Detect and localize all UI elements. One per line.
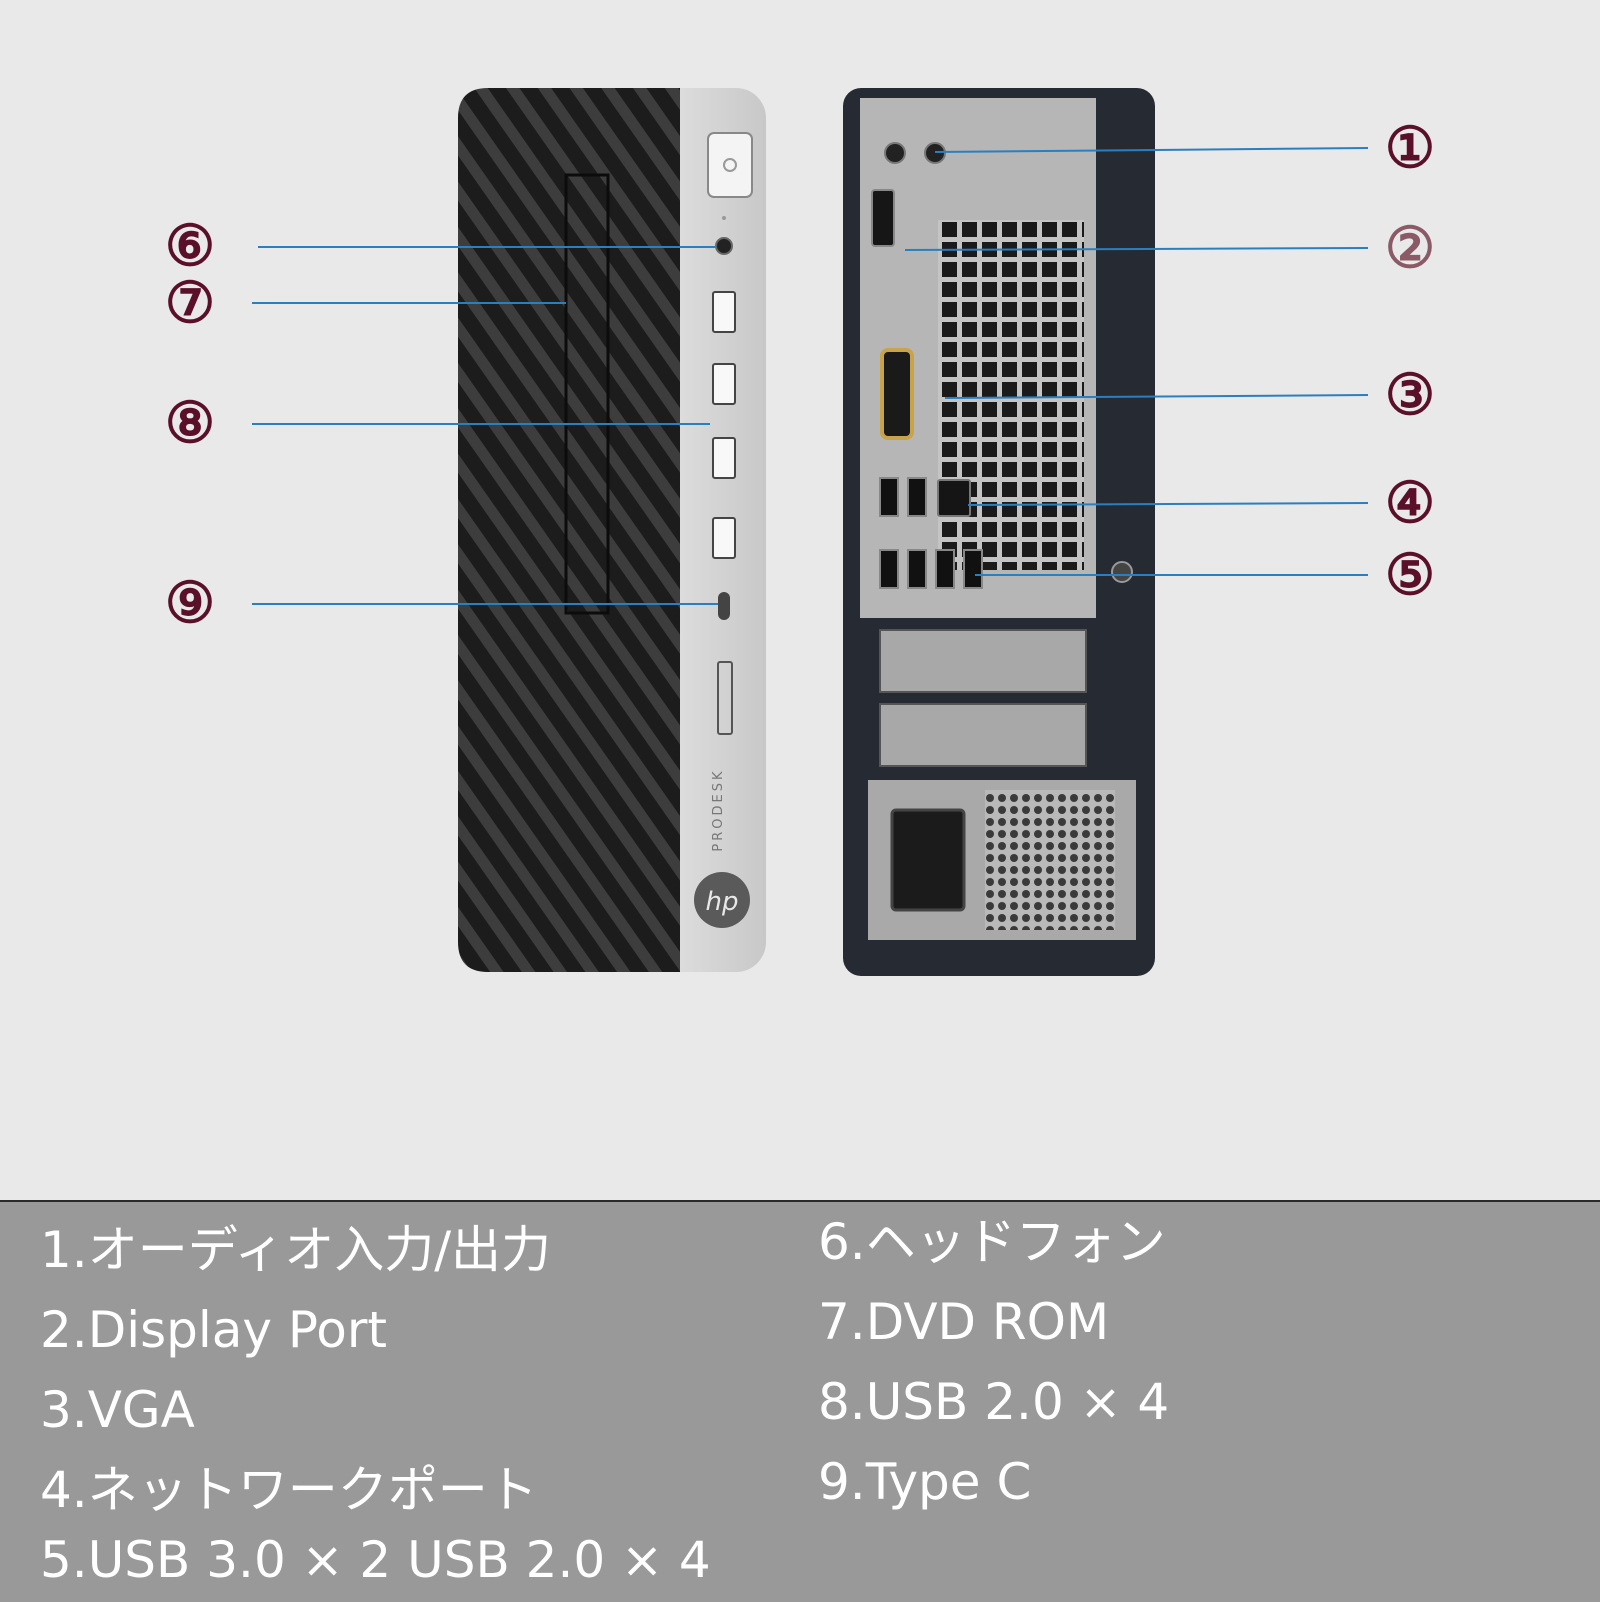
power-icon bbox=[723, 158, 737, 172]
psu-fan-grille bbox=[985, 790, 1115, 930]
expansion-slot-2 bbox=[879, 703, 1087, 767]
vga-port[interactable] bbox=[880, 348, 914, 440]
legend-item-8: 8.USB 2.0 × 4 bbox=[818, 1373, 1170, 1431]
legend-item-3: 3.VGA bbox=[40, 1381, 195, 1439]
callout-4: ④ bbox=[1384, 470, 1436, 536]
front-usb-port-2[interactable] bbox=[712, 363, 736, 405]
power-button[interactable] bbox=[707, 132, 753, 198]
product-diagram: PRODESK hp bbox=[252, 88, 1369, 976]
front-usb-port-1[interactable] bbox=[712, 291, 736, 333]
front-usb-port-4[interactable] bbox=[712, 517, 736, 559]
front-view: PRODESK hp bbox=[458, 88, 766, 972]
vent-grid bbox=[938, 220, 1084, 570]
leader-line-1 bbox=[934, 147, 1369, 153]
legend-item-1: 1.オーディオ入力/出力 bbox=[40, 1221, 552, 1279]
expansion-slot-1 bbox=[879, 629, 1087, 693]
hp-logo-text: hp bbox=[706, 887, 739, 917]
callout-6: ⑥ bbox=[164, 213, 216, 279]
rear-usb-3-port-2[interactable] bbox=[907, 477, 927, 517]
leader-line-2 bbox=[904, 247, 1369, 251]
dvd-tray-outline bbox=[564, 173, 610, 615]
drive-led-icon bbox=[722, 216, 726, 220]
rear-view bbox=[843, 88, 1155, 976]
ethernet-port[interactable] bbox=[937, 479, 971, 517]
rear-usb-2-port-4[interactable] bbox=[963, 549, 983, 589]
audio-jack-2[interactable] bbox=[924, 142, 946, 164]
legend-item-6: 6.ヘッドフォン bbox=[818, 1213, 1166, 1271]
front-usb-port-3[interactable] bbox=[712, 437, 736, 479]
legend-item-2: 2.Display Port bbox=[40, 1301, 388, 1359]
legend-item-5: 5.USB 3.0 × 2 USB 2.0 × 4 bbox=[40, 1531, 711, 1589]
rear-usb-2-port-1[interactable] bbox=[879, 549, 899, 589]
model-label: PRODESK bbox=[711, 768, 726, 851]
legend-item-7: 7.DVD ROM bbox=[818, 1293, 1110, 1351]
callout-9: ⑨ bbox=[164, 570, 216, 636]
leader-line-3 bbox=[944, 394, 1369, 399]
legend-item-9: 9.Type C bbox=[818, 1453, 1032, 1511]
headphone-jack[interactable] bbox=[715, 237, 733, 255]
display-port[interactable] bbox=[871, 189, 895, 247]
lock-screw[interactable] bbox=[1111, 561, 1133, 583]
rear-usb-2-port-3[interactable] bbox=[935, 549, 955, 589]
hp-logo-icon bbox=[694, 872, 750, 928]
callout-1: ① bbox=[1384, 115, 1436, 181]
callout-3: ③ bbox=[1384, 362, 1436, 428]
rear-usb-3-port-1[interactable] bbox=[879, 477, 899, 517]
callout-5: ⑤ bbox=[1384, 542, 1436, 608]
front-grille bbox=[458, 88, 680, 972]
front-usbc-port[interactable] bbox=[718, 592, 730, 620]
leader-line-4 bbox=[967, 502, 1369, 506]
legend-item-4: 4.ネットワークポート bbox=[40, 1461, 538, 1519]
callout-7: ⑦ bbox=[164, 270, 216, 336]
leader-lines bbox=[252, 147, 1369, 605]
audio-jack-1[interactable] bbox=[884, 142, 906, 164]
card-reader-slot[interactable] bbox=[717, 661, 733, 735]
callout-8: ⑧ bbox=[164, 390, 216, 456]
power-socket[interactable] bbox=[890, 808, 966, 912]
callout-2: ② bbox=[1384, 215, 1436, 281]
rear-usb-2-port-2[interactable] bbox=[907, 549, 927, 589]
legend-panel: 1.オーディオ入力/出力 2.Display Port 3.VGA 4.ネットワ… bbox=[0, 1200, 1600, 1602]
